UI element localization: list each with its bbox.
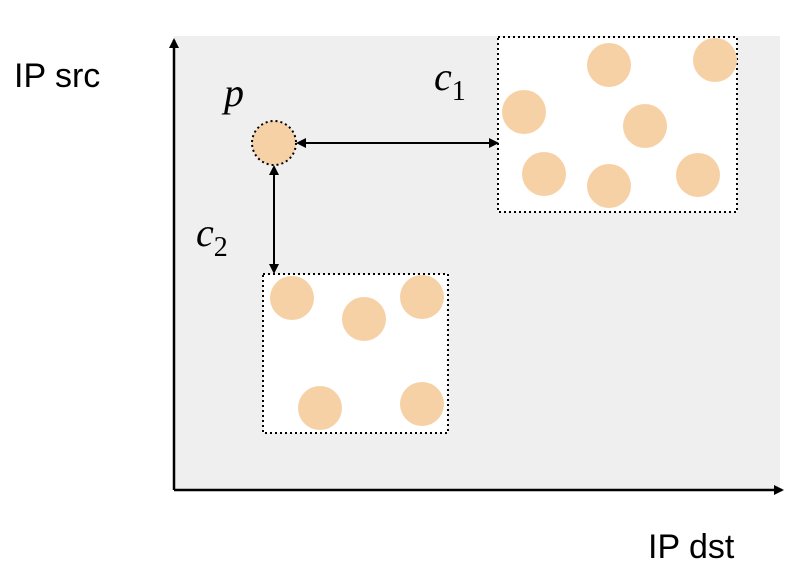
cluster-2-point: [400, 275, 444, 319]
cluster-1-label-sub: 1: [452, 76, 466, 107]
cluster-1-point: [587, 43, 631, 87]
cluster-1-point: [623, 104, 667, 148]
cluster-2-point: [270, 276, 314, 320]
cluster-1-points: [502, 38, 737, 208]
cluster-2-points: [270, 275, 444, 430]
cluster-1-label: c1: [434, 54, 466, 107]
cluster-1-point: [693, 38, 737, 82]
cluster-1-label-base: c: [434, 54, 452, 99]
cluster-2-point: [342, 297, 386, 341]
cluster-1-point: [676, 153, 720, 197]
cluster-1-point: [587, 164, 631, 208]
y-axis-label: IP src: [14, 57, 100, 95]
cluster-1-point: [502, 90, 546, 134]
cluster-2-label: c2: [196, 210, 228, 263]
cluster-2-point: [400, 382, 444, 426]
query-point-p: [251, 120, 297, 166]
cluster-2-label-sub: 2: [214, 232, 228, 263]
point-label-p: p: [221, 70, 244, 115]
cluster-2-point: [298, 386, 342, 430]
cluster-1-point: [522, 152, 566, 196]
x-axis-label: IP dst: [648, 528, 735, 566]
cluster-2-label-base: c: [196, 210, 214, 255]
